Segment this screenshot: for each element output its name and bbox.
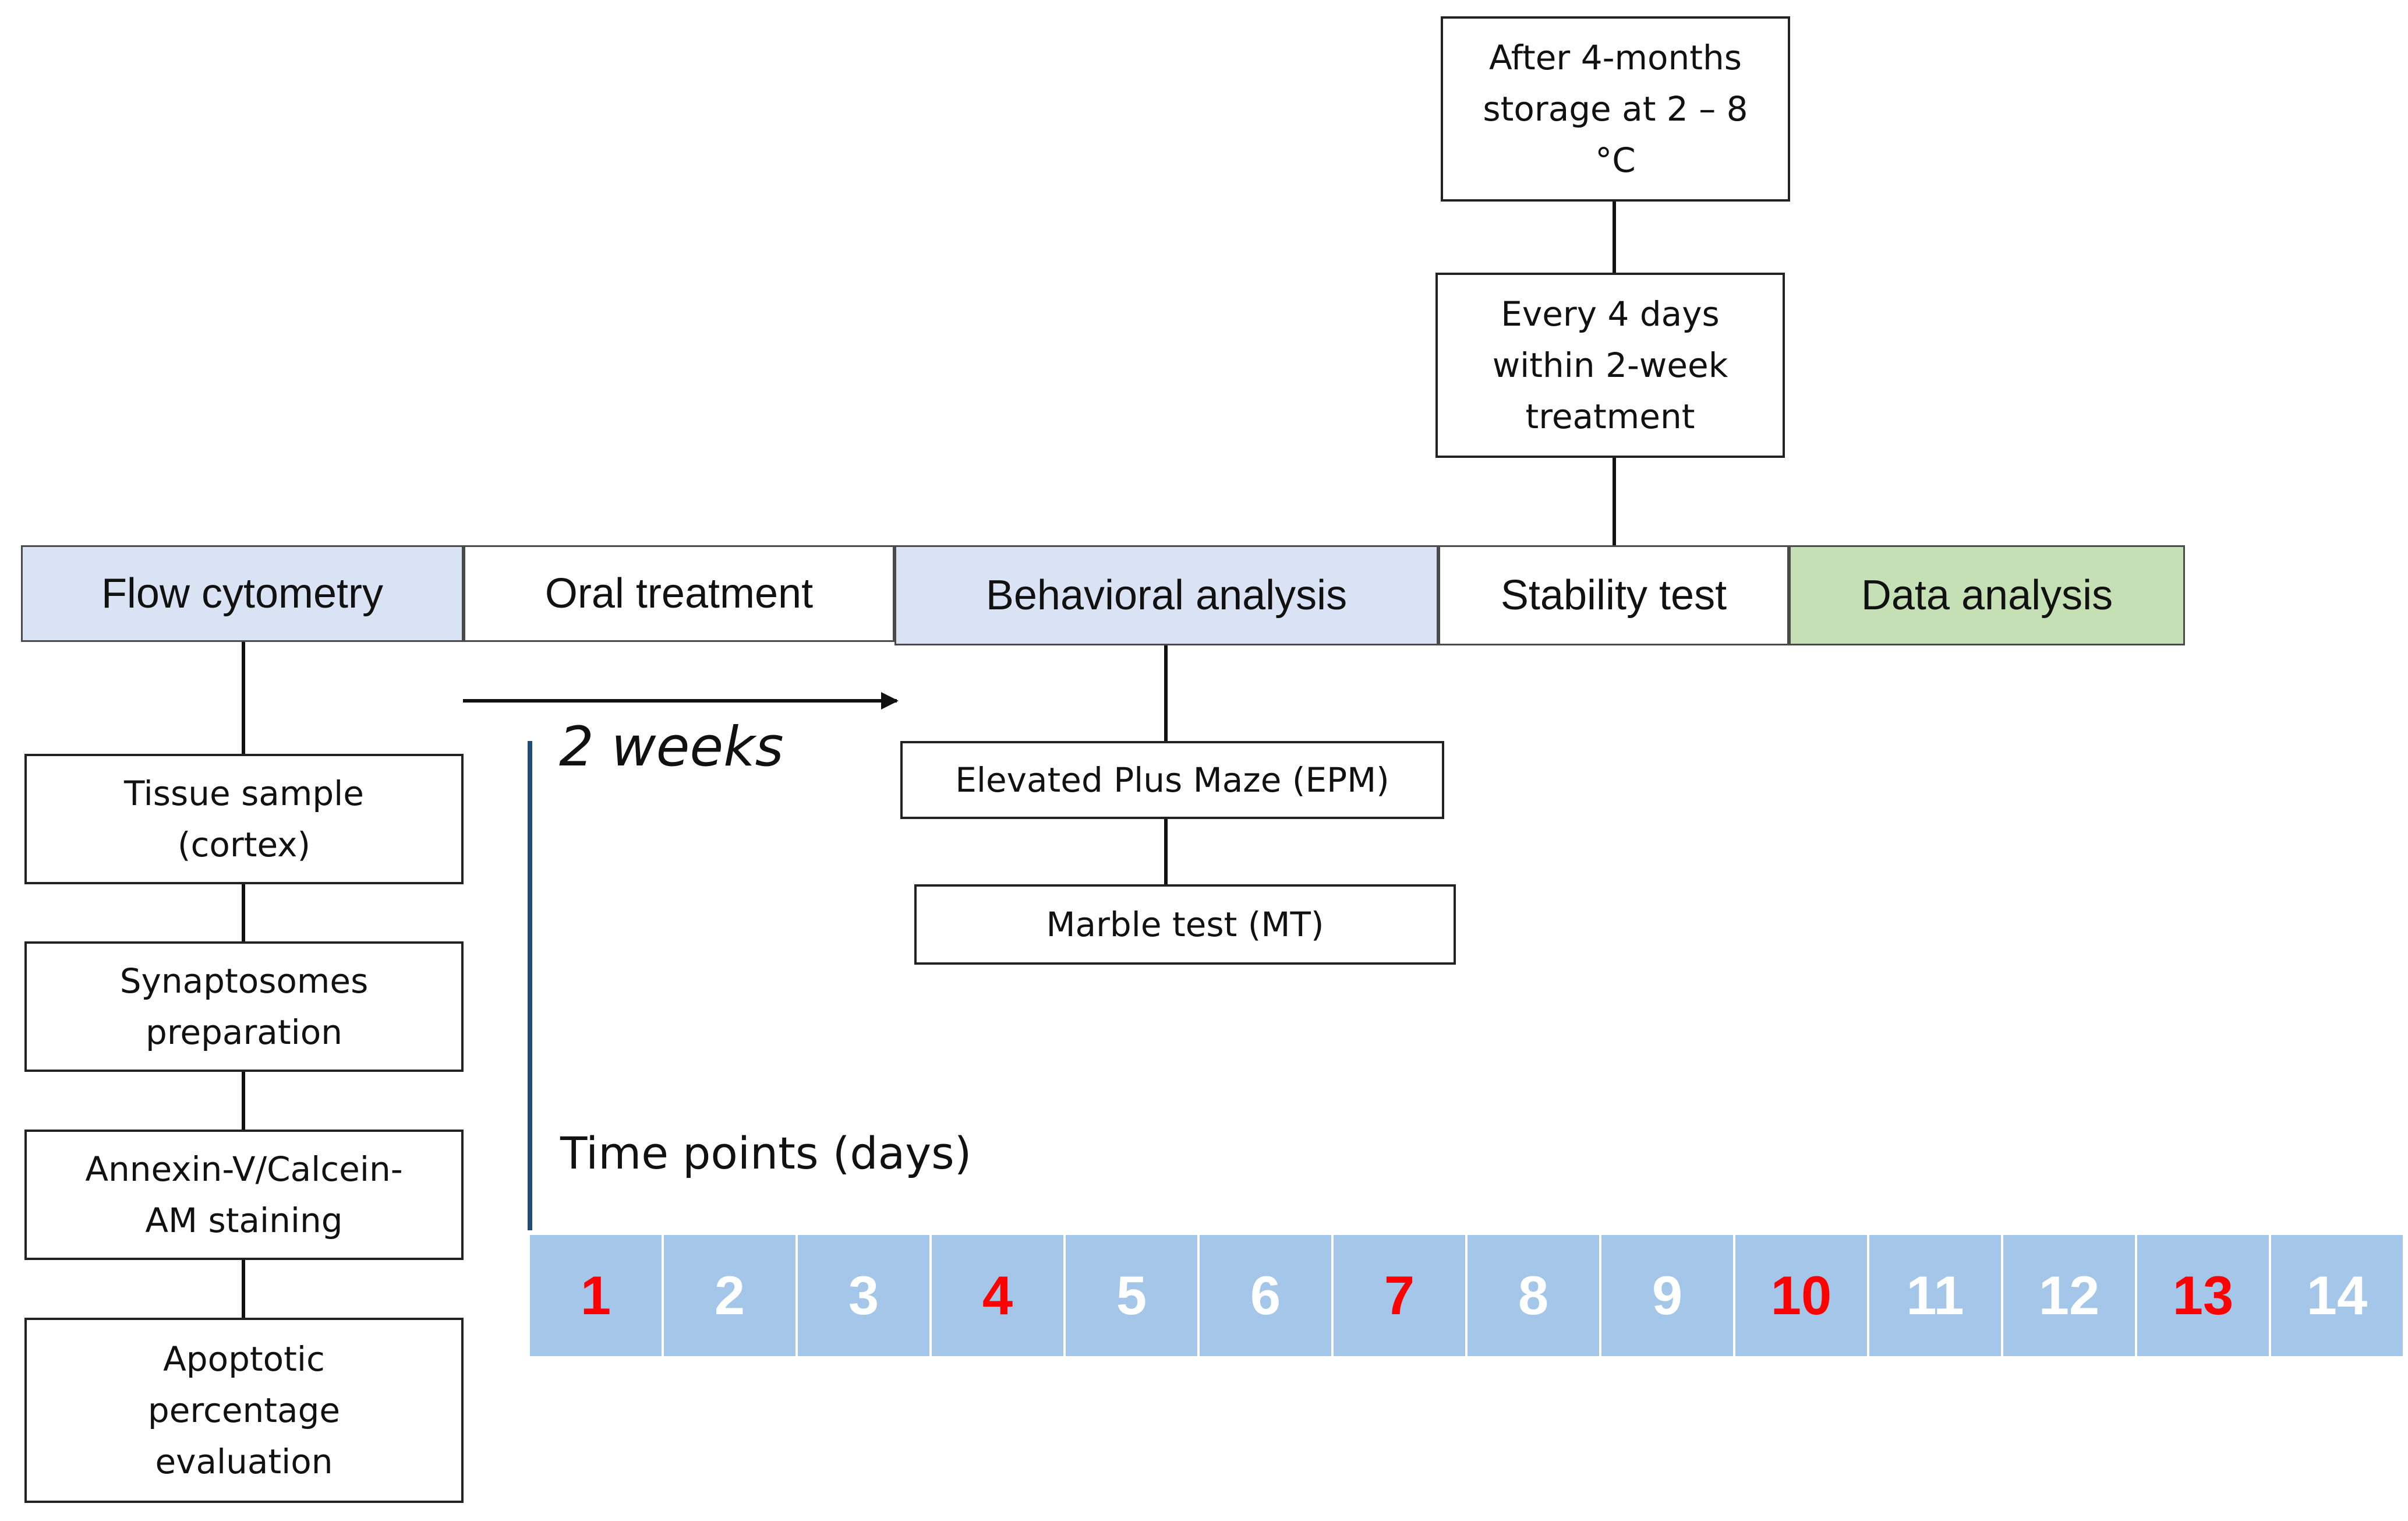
phase-label: Stability test [1500, 572, 1727, 619]
day-label: 8 [1518, 1265, 1549, 1326]
flow-step-tissue-sample: Tissue sample (cortex) [24, 754, 464, 884]
phase-label: Flow cytometry [101, 570, 384, 617]
flow-step-text: Annexin-V/Calcein- AM staining [85, 1149, 403, 1240]
day-label: 1 [580, 1265, 611, 1326]
stability-schedule-text: Every 4 days within 2-week treatment [1492, 294, 1728, 436]
storage-condition-box: After 4-months storage at 2 – 8 °C [1441, 16, 1790, 202]
day-label: 12 [2038, 1265, 2100, 1326]
day-label: 6 [1250, 1265, 1281, 1326]
day-cell-4: 4 [932, 1235, 1063, 1356]
flow-step-text: Tissue sample (cortex) [124, 774, 364, 864]
flow-step-text: Apoptotic percentage evaluation [147, 1339, 341, 1481]
phase-label: Behavioral analysis [985, 572, 1348, 619]
day-cell-5: 5 [1066, 1235, 1197, 1356]
day-cell-14: 14 [2271, 1235, 2403, 1356]
day-label: 5 [1116, 1265, 1147, 1326]
phase-stability-test: Stability test [1438, 545, 1789, 645]
day-label: 11 [1906, 1265, 1964, 1326]
day-label: 2 [714, 1265, 745, 1326]
flow-step-text: Synaptosomes preparation [119, 961, 369, 1052]
phase-flow-cytometry: Flow cytometry [21, 545, 464, 642]
day-cell-10: 10 [1735, 1235, 1867, 1356]
day-label: 14 [2306, 1265, 2368, 1326]
flow-step-apoptotic-evaluation: Apoptotic percentage evaluation [24, 1318, 464, 1503]
timeline-title: Time points (days) [560, 1127, 972, 1179]
day-label: 13 [2172, 1265, 2234, 1326]
day-label: 4 [982, 1265, 1013, 1326]
storage-condition-text: After 4-months storage at 2 – 8 °C [1483, 38, 1748, 180]
day-cell-13: 13 [2137, 1235, 2269, 1356]
day-cell-2: 2 [664, 1235, 795, 1356]
phase-label: Oral treatment [544, 570, 814, 617]
day-cell-7: 7 [1334, 1235, 1465, 1356]
phase-behavioral-analysis: Behavioral analysis [894, 545, 1438, 645]
behavior-test-epm: Elevated Plus Maze (EPM) [900, 741, 1444, 819]
day-label: 3 [848, 1265, 879, 1326]
day-cell-9: 9 [1601, 1235, 1733, 1356]
day-label: 7 [1384, 1265, 1415, 1326]
day-label: 9 [1652, 1265, 1683, 1326]
phase-label: Data analysis [1861, 572, 2113, 619]
behavior-test-text: Marble test (MT) [1046, 905, 1324, 944]
day-label: 10 [1770, 1265, 1832, 1326]
phase-data-analysis: Data analysis [1789, 545, 2185, 645]
day-cell-11: 11 [1869, 1235, 2001, 1356]
behavior-test-marble: Marble test (MT) [914, 884, 1456, 965]
day-cell-3: 3 [798, 1235, 929, 1356]
stability-schedule-box: Every 4 days within 2-week treatment [1435, 273, 1785, 458]
day-cell-8: 8 [1468, 1235, 1599, 1356]
day-cell-1: 1 [530, 1235, 662, 1356]
flow-step-staining: Annexin-V/Calcein- AM staining [24, 1130, 464, 1260]
day-cell-12: 12 [2003, 1235, 2135, 1356]
flow-step-synaptosomes: Synaptosomes preparation [24, 941, 464, 1072]
phase-oral-treatment: Oral treatment [464, 545, 894, 642]
day-cell-6: 6 [1200, 1235, 1331, 1356]
duration-label: 2 weeks [559, 715, 784, 779]
behavior-test-text: Elevated Plus Maze (EPM) [955, 760, 1389, 800]
